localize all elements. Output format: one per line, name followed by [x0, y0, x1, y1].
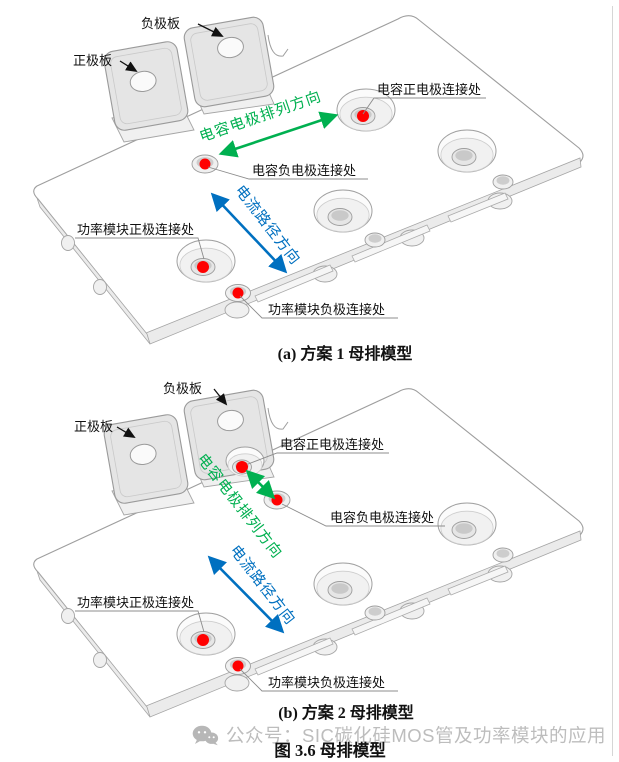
- hole-shading: [331, 583, 349, 594]
- leader-pm-pos: [75, 237, 205, 260]
- edge-foot: [224, 674, 250, 692]
- tab-bolt-hole: [129, 70, 157, 93]
- positive-plate-tab: [103, 41, 189, 131]
- watermark: 公众号：SIC碳化硅MOS管及功率模块的应用: [192, 722, 606, 748]
- connection-point-dot: [357, 110, 369, 122]
- edge-slot: [254, 637, 334, 676]
- capacitor-direction-arrow: [245, 469, 276, 500]
- hole-shading: [455, 523, 473, 534]
- hole-shading: [455, 150, 473, 161]
- edge-slot: [447, 192, 509, 223]
- hole-shading: [368, 607, 382, 616]
- leader-cap-neg: [207, 166, 368, 180]
- capacitor-direction-arrow: [218, 111, 339, 158]
- watermark-text: 公众号：SIC碳化硅MOS管及功率模块的应用: [226, 725, 606, 746]
- plate-edge-band: [36, 197, 151, 345]
- edge-foot: [224, 301, 250, 319]
- hole-shading: [368, 234, 382, 243]
- label-cap-pos: 电容正电极连接处: [377, 82, 481, 97]
- label-pm-neg: 功率模块负极连接处: [268, 302, 385, 317]
- busbar-plate-a: [33, 15, 584, 345]
- hole-shading: [496, 176, 510, 185]
- leader-cap-pos: [247, 452, 389, 465]
- wechat-icon: [192, 725, 219, 745]
- tab-body: [183, 16, 275, 108]
- pointer-pos-plate-arrow: [116, 426, 136, 438]
- busbar-diagram-a: 负极板 正极板 电容正电极连接处 电容负电极连接处 功率模块正极连接处 功率模块…: [33, 15, 584, 363]
- plate-edge-band: [36, 570, 151, 718]
- hole-shading: [496, 549, 510, 558]
- edge-slot: [351, 597, 431, 636]
- tab-edge-line: [110, 420, 182, 498]
- caption-b: (b) 方案 2 母排模型: [278, 703, 414, 722]
- leader-pm-neg: [239, 295, 398, 319]
- negative-plate-tab: [183, 16, 275, 108]
- figure-a: 负极板 正极板 电容正电极连接处 电容负电极连接处 功率模块正极连接处 功率模块…: [0, 0, 619, 368]
- label-cap-neg: 电容负电极连接处: [252, 163, 356, 178]
- tab-bolt-hole: [217, 36, 244, 59]
- label-cap-pos: 电容正电极连接处: [280, 437, 384, 452]
- label-cap-neg: 电容负电极连接处: [330, 510, 434, 525]
- connection-point-dot: [232, 660, 244, 672]
- tab-edge-line: [110, 47, 182, 125]
- leader-cap-neg: [281, 503, 445, 527]
- label-pos-plate: 正极板: [74, 419, 113, 434]
- hole-shading: [331, 210, 349, 221]
- edge-slot: [254, 264, 334, 303]
- label-neg-plate: 负极板: [163, 381, 202, 396]
- edge-foot: [61, 235, 75, 251]
- figure-b: 负极板 正极板 电容正电极连接处 电容负电极连接处 功率模块正极连接处 功率模块…: [0, 373, 619, 725]
- pointer-neg-plate-arrow: [197, 23, 224, 37]
- tab-bolt-hole: [129, 443, 157, 466]
- leader-cap-pos: [362, 97, 486, 115]
- connection-point-dot: [199, 158, 211, 170]
- connection-point-dot: [271, 494, 283, 506]
- figure-number-caption: 图 3.6 母排模型: [274, 741, 386, 760]
- current-direction-arrow: [207, 555, 285, 634]
- current-direction-arrow: [210, 192, 288, 274]
- pointer-neg-plate-arrow: [213, 388, 228, 406]
- label-pm-pos: 功率模块正极连接处: [77, 595, 194, 610]
- busbar-plate-b: [33, 388, 584, 718]
- connection-point-dot: [197, 261, 209, 273]
- edge-foot: [61, 608, 75, 624]
- busbar-diagram-b: 负极板 正极板 电容正电极连接处 电容负电极连接处 功率模块正极连接处 功率模块…: [33, 381, 584, 722]
- plate-notch: [267, 34, 289, 57]
- pointer-pos-plate-arrow: [119, 60, 138, 73]
- label-pm-pos: 功率模块正极连接处: [77, 222, 194, 237]
- tab-bolt-hole: [217, 409, 244, 432]
- positive-plate-tab: [103, 414, 189, 504]
- connection-point-dot: [236, 461, 248, 473]
- page-border-line: [612, 6, 613, 756]
- label-neg-plate: 负极板: [141, 16, 180, 31]
- caption-a: (a) 方案 1 母排模型: [278, 344, 413, 363]
- edge-slot: [351, 224, 431, 263]
- connection-point-dot: [197, 634, 209, 646]
- edge-slot: [447, 565, 509, 596]
- label-pos-plate: 正极板: [73, 53, 112, 68]
- plate-notch: [267, 407, 289, 430]
- edge-foot: [93, 652, 107, 668]
- leader-pm-pos: [75, 610, 205, 633]
- label-pm-neg: 功率模块负极连接处: [268, 675, 385, 690]
- connection-point-dot: [232, 287, 244, 299]
- leader-pm-neg: [239, 668, 398, 692]
- edge-foot: [93, 279, 107, 295]
